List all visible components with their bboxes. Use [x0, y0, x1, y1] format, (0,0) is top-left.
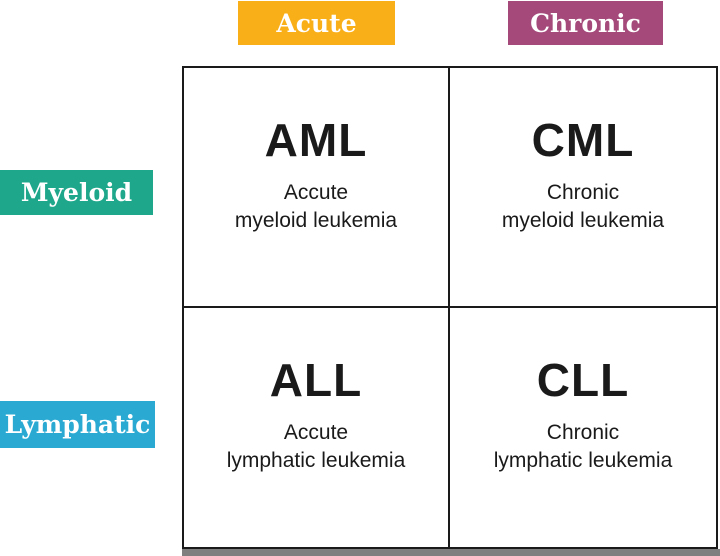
cell-aml-full-name: Accute myeloid leukemia	[235, 179, 397, 235]
cell-cml: CML Chronic myeloid leukemia	[450, 68, 716, 308]
cell-aml: AML Accute myeloid leukemia	[184, 68, 450, 308]
cell-aml-name-line2: myeloid leukemia	[234, 208, 398, 232]
cropped-row-remnant	[182, 549, 720, 556]
cell-cml-name-line2: myeloid leukemia	[501, 208, 665, 232]
cell-all-name-line1: Accute	[283, 421, 349, 445]
row-header-myeloid: Myeloid	[0, 170, 153, 215]
column-header-chronic: Chronic	[508, 1, 663, 45]
cell-cll: CLL Chronic lymphatic leukemia	[450, 307, 716, 547]
column-header-acute: Acute	[238, 1, 395, 45]
cell-aml-abbreviation: AML	[264, 113, 368, 166]
matrix-grid: AML Accute myeloid leukemia CML Chronic …	[182, 66, 718, 549]
cell-cml-abbreviation: CML	[531, 113, 635, 166]
cell-cml-name-line1: Chronic	[546, 180, 620, 204]
cell-aml-name-line1: Accute	[283, 180, 349, 204]
cell-cll-name-line2: lymphatic leukemia	[493, 449, 673, 473]
cell-all-abbreviation: ALL	[269, 354, 363, 407]
cell-all-name-line2: lymphatic leukemia	[226, 449, 406, 473]
cell-cll-name-line1: Chronic	[546, 421, 620, 445]
cell-all: ALL Accute lymphatic leukemia	[184, 307, 450, 547]
cell-all-full-name: Accute lymphatic leukemia	[227, 419, 406, 475]
cell-cml-full-name: Chronic myeloid leukemia	[502, 179, 664, 235]
cell-cll-full-name: Chronic lymphatic leukemia	[494, 419, 673, 475]
row-header-lymphatic: Lymphatic	[0, 401, 155, 448]
cell-cll-abbreviation: CLL	[536, 354, 630, 407]
